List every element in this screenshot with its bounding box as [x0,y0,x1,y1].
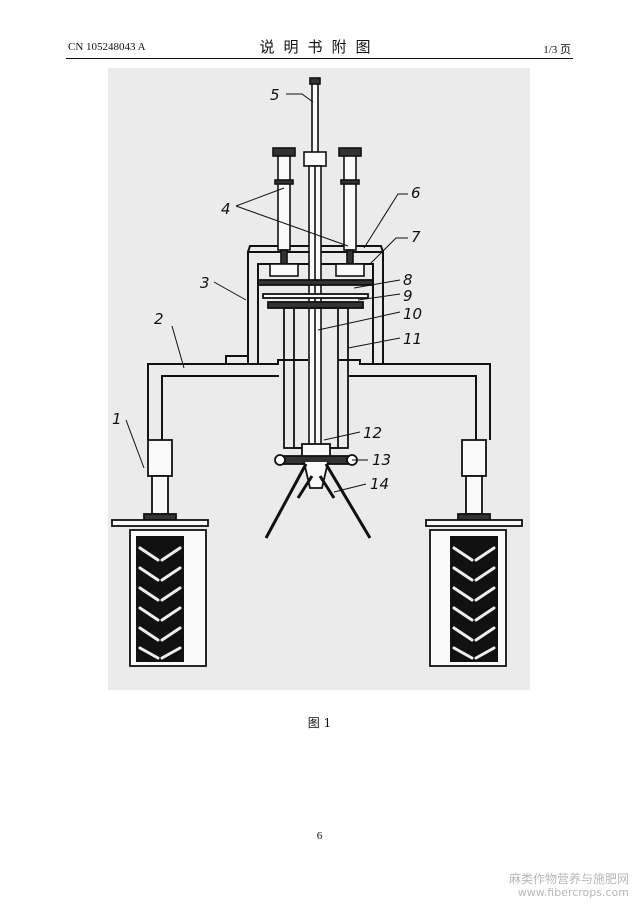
mechanism-drawing: 5 4 6 7 8 9 10 11 3 2 1 12 13 14 [108,68,530,690]
watermark-line-1: 麻类作物营养与施肥网 [508,872,629,886]
label-6: 6 [411,184,421,202]
watermark: 麻类作物营养与施肥网 www.fibercrops.com [509,872,629,900]
part-labels: 5 4 6 7 8 9 10 11 3 2 1 12 13 14 [112,86,422,493]
label-7: 7 [411,228,421,246]
wheel-assembly-left [111,439,209,667]
header-title: 说明书附图 [259,38,380,56]
cylinder-4-right [335,147,365,277]
legs-14 [264,463,372,539]
patent-number: CN 105248043 A [68,41,146,53]
label-11: 11 [403,330,422,348]
page-number: 6 [316,830,323,842]
frame-2 [147,355,491,440]
label-3: 3 [200,274,210,292]
label-14: 14 [370,475,389,493]
figure-caption: 图 1 [307,716,332,730]
plates-6-9 [257,279,374,309]
label-10: 10 [403,305,422,323]
label-13: 13 [372,451,391,469]
label-9: 9 [403,287,413,305]
label-4: 4 [221,200,231,218]
cylinder-4-left [269,147,299,277]
page-of: 1/3 页 [543,44,571,56]
header-rule [66,58,573,59]
wheel-assembly-right [425,439,523,667]
watermark-line-2: www.fibercrops.com [517,886,629,899]
label-8: 8 [403,271,413,289]
label-2: 2 [154,310,164,328]
leader-lines [125,93,408,493]
patent-figure: 5 4 6 7 8 9 10 11 3 2 1 12 13 14 [108,68,530,690]
label-12: 12 [363,424,382,442]
label-1: 1 [112,410,122,428]
label-5: 5 [270,86,280,104]
page-header: CN 105248043 A 说明书附图 1/3 页 [0,0,639,62]
